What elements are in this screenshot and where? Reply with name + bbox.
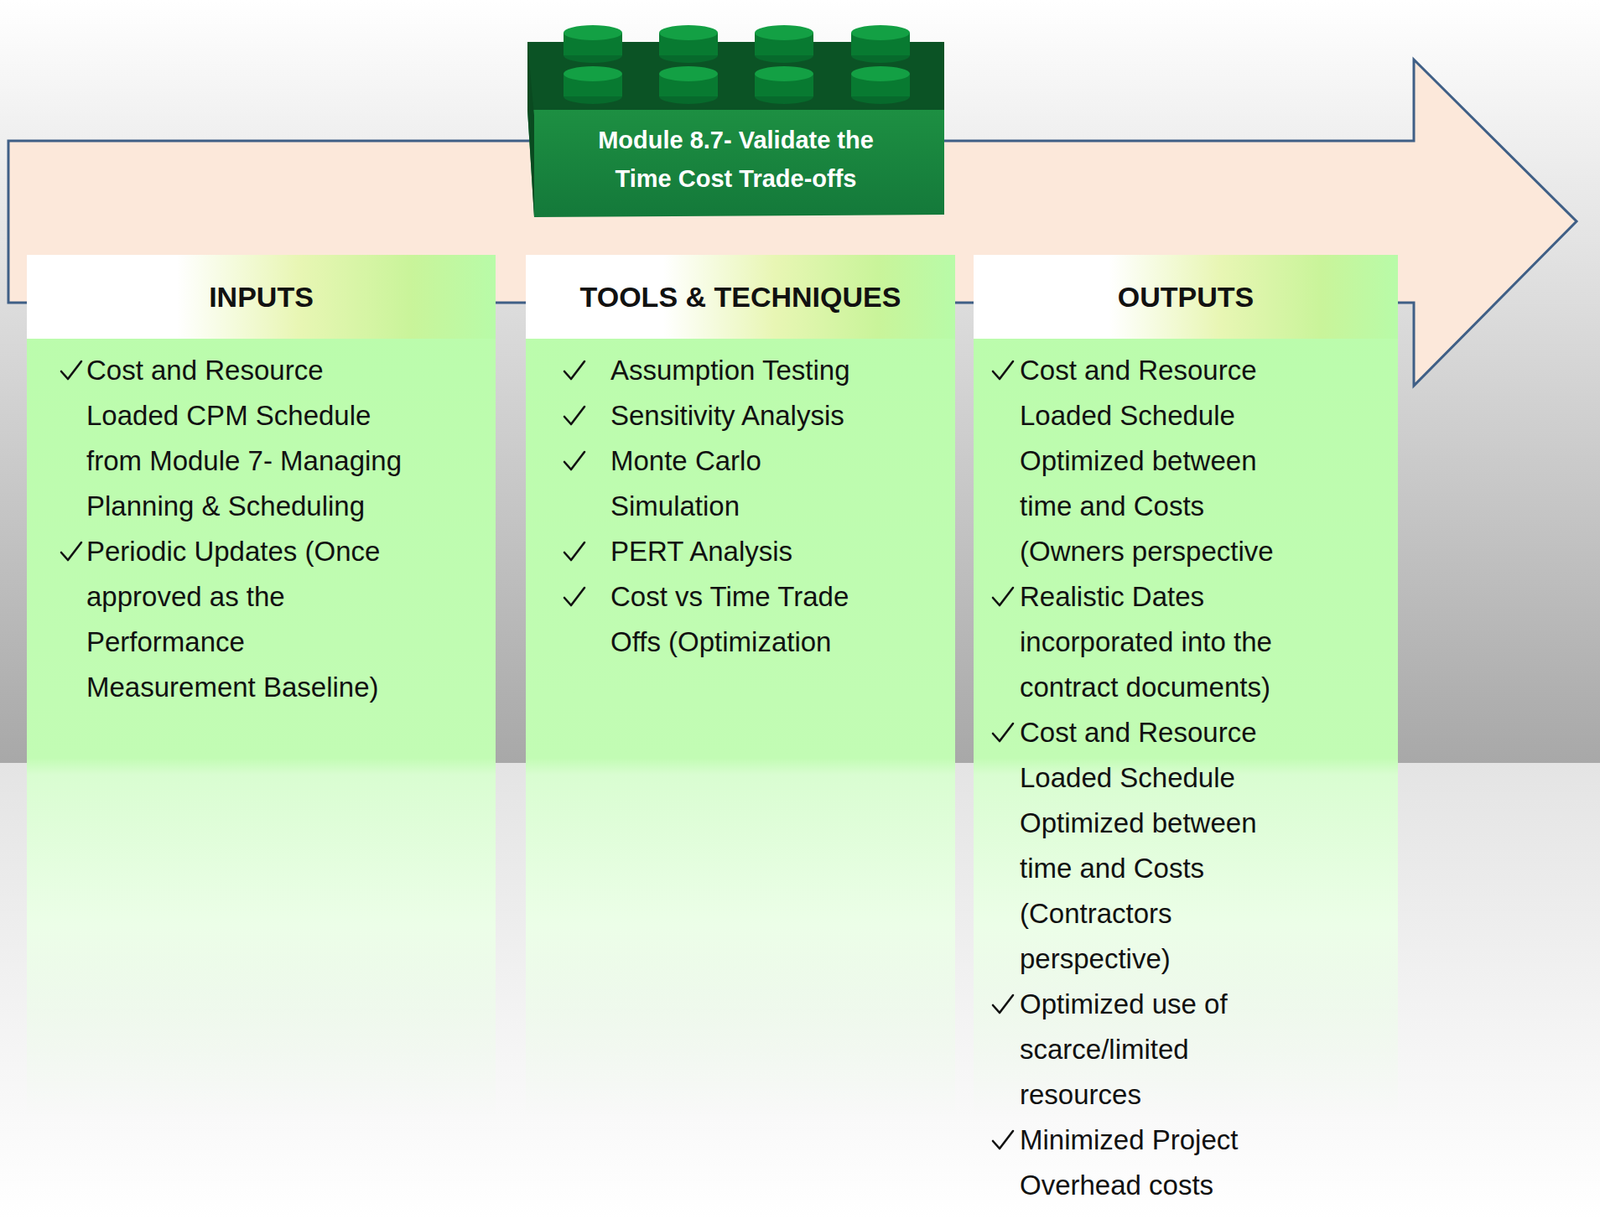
list-text: Cost and Resource Loaded CPM Schedule fr…	[86, 348, 406, 530]
check-stroke	[992, 587, 1013, 606]
check-stroke	[61, 361, 82, 380]
checklist-item: Periodic Updates (Once approved as the P…	[26, 529, 496, 711]
check-stroke	[564, 406, 585, 425]
check-mark	[990, 1128, 1016, 1153]
brick-stud	[754, 66, 814, 104]
check-mark	[561, 540, 588, 564]
check-stroke	[992, 995, 1013, 1013]
checklist-item: Realistic Dates incorporated into the co…	[973, 574, 1398, 711]
check-mark	[990, 358, 1016, 383]
checklist-item: Assumption Testing	[525, 348, 956, 394]
check-mark	[561, 404, 588, 428]
column-heading: INPUTS	[208, 280, 314, 314]
column-body: Assumption TestingSensitivity AnalysisMo…	[525, 338, 956, 665]
brick-stud	[851, 25, 910, 63]
check-mark	[990, 585, 1016, 609]
checklist-item: Cost and Resource Loaded CPM Schedule fr…	[26, 348, 496, 530]
module-title: Module 8.7- Validate the Time Cost Trade…	[581, 120, 892, 198]
checklist-item: Cost vs Time Trade Offs (Optimization	[525, 574, 956, 665]
list-text: Cost and Resource Loaded Schedule Optimi…	[1019, 710, 1310, 982]
check-mark	[561, 358, 588, 383]
column-panel: TOOLS & TECHNIQUES Assumption TestingSens…	[525, 254, 956, 1116]
column-header: INPUTS	[26, 254, 496, 339]
list-text: PERT Analysis	[610, 529, 853, 575]
check-stroke	[564, 451, 585, 470]
check-stroke	[564, 587, 585, 606]
checklist-item: Sensitivity Analysis	[525, 393, 956, 439]
list-text: Cost and Resource Loaded Schedule Optimi…	[1019, 348, 1310, 575]
checklist-item: Cost and Resource Loaded Schedule Optimi…	[973, 710, 1398, 982]
checklist-item: Monte Carlo Simulation	[525, 438, 956, 530]
column-panel: INPUTS Cost and Resource Loaded CPM Sched…	[26, 254, 496, 1116]
stud-top	[563, 25, 623, 41]
stud-top	[754, 66, 814, 82]
list-text: Minimized Project Overhead costs	[1019, 1117, 1310, 1209]
checklist-item: Minimized Project Overhead costs	[973, 1117, 1398, 1209]
column-heading: TOOLS & TECHNIQUES	[580, 280, 902, 314]
brick-label-area: Module 8.7- Validate the Time Cost Trade…	[527, 105, 945, 213]
checklist-item: Cost and Resource Loaded Schedule Optimi…	[973, 348, 1398, 575]
brick-side	[527, 41, 535, 218]
stud-top	[563, 66, 623, 82]
stud-top	[659, 66, 718, 82]
check-mark	[561, 449, 588, 473]
list-text: Realistic Dates incorporated into the co…	[1019, 574, 1310, 711]
check-stroke	[564, 361, 585, 380]
list-text: Sensitivity Analysis	[610, 393, 853, 439]
list-text: Assumption Testing	[610, 348, 853, 394]
brick-stud	[563, 25, 623, 63]
check-mark	[990, 992, 1016, 1017]
check-mark	[990, 721, 1016, 745]
check-mark	[561, 585, 588, 609]
check-mark	[58, 540, 84, 564]
check-stroke	[992, 361, 1013, 380]
list-text: Monte Carlo Simulation	[610, 438, 853, 530]
column-header: OUTPUTS	[973, 254, 1398, 339]
stud-top	[851, 66, 910, 82]
stud-top	[659, 25, 718, 41]
list-text: Optimized use of scarce/limited resource…	[1019, 981, 1310, 1118]
brick-stud	[563, 66, 623, 104]
module-brick: Module 8.7- Validate the Time Cost Trade…	[527, 25, 945, 218]
column-body: Cost and Resource Loaded CPM Schedule fr…	[26, 338, 496, 711]
list-text: Periodic Updates (Once approved as the P…	[86, 529, 406, 711]
check-stroke	[992, 1131, 1013, 1149]
check-stroke	[992, 723, 1013, 742]
brick-stud	[659, 25, 718, 63]
brick-stud	[754, 25, 814, 63]
check-stroke	[564, 542, 585, 561]
brick-stud	[851, 66, 910, 104]
column-panel: OUTPUTS Cost and Resource Loaded Schedule…	[973, 254, 1398, 1219]
brick-front	[527, 109, 945, 218]
check-stroke	[61, 542, 82, 561]
check-mark	[58, 358, 84, 383]
stud-top	[851, 25, 910, 41]
column-body: Cost and Resource Loaded Schedule Optimi…	[973, 338, 1398, 1209]
stud-top	[754, 25, 814, 41]
list-text: Cost vs Time Trade Offs (Optimization	[610, 574, 853, 665]
column-heading: OUTPUTS	[1117, 280, 1254, 314]
brick-stud	[659, 66, 718, 104]
checklist-item: Optimized use of scarce/limited resource…	[973, 981, 1398, 1118]
column-header: TOOLS & TECHNIQUES	[525, 254, 956, 339]
checklist-item: PERT Analysis	[525, 529, 956, 575]
